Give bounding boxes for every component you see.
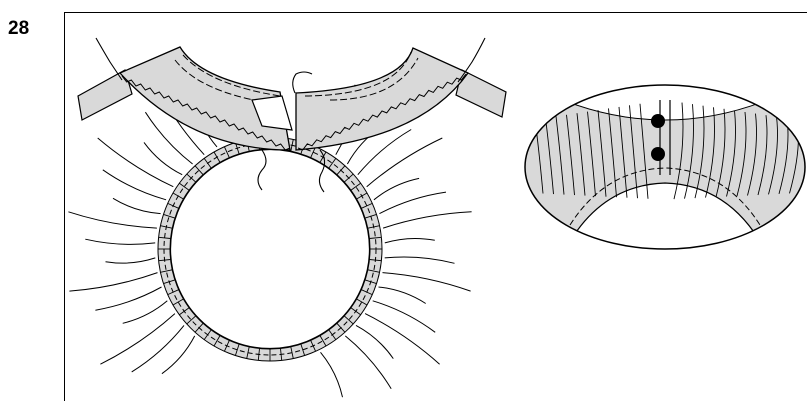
neck-binding-ring	[158, 137, 382, 361]
detail-closeup-oval	[520, 50, 807, 250]
button-bottom	[651, 147, 665, 161]
button-top	[651, 114, 665, 128]
